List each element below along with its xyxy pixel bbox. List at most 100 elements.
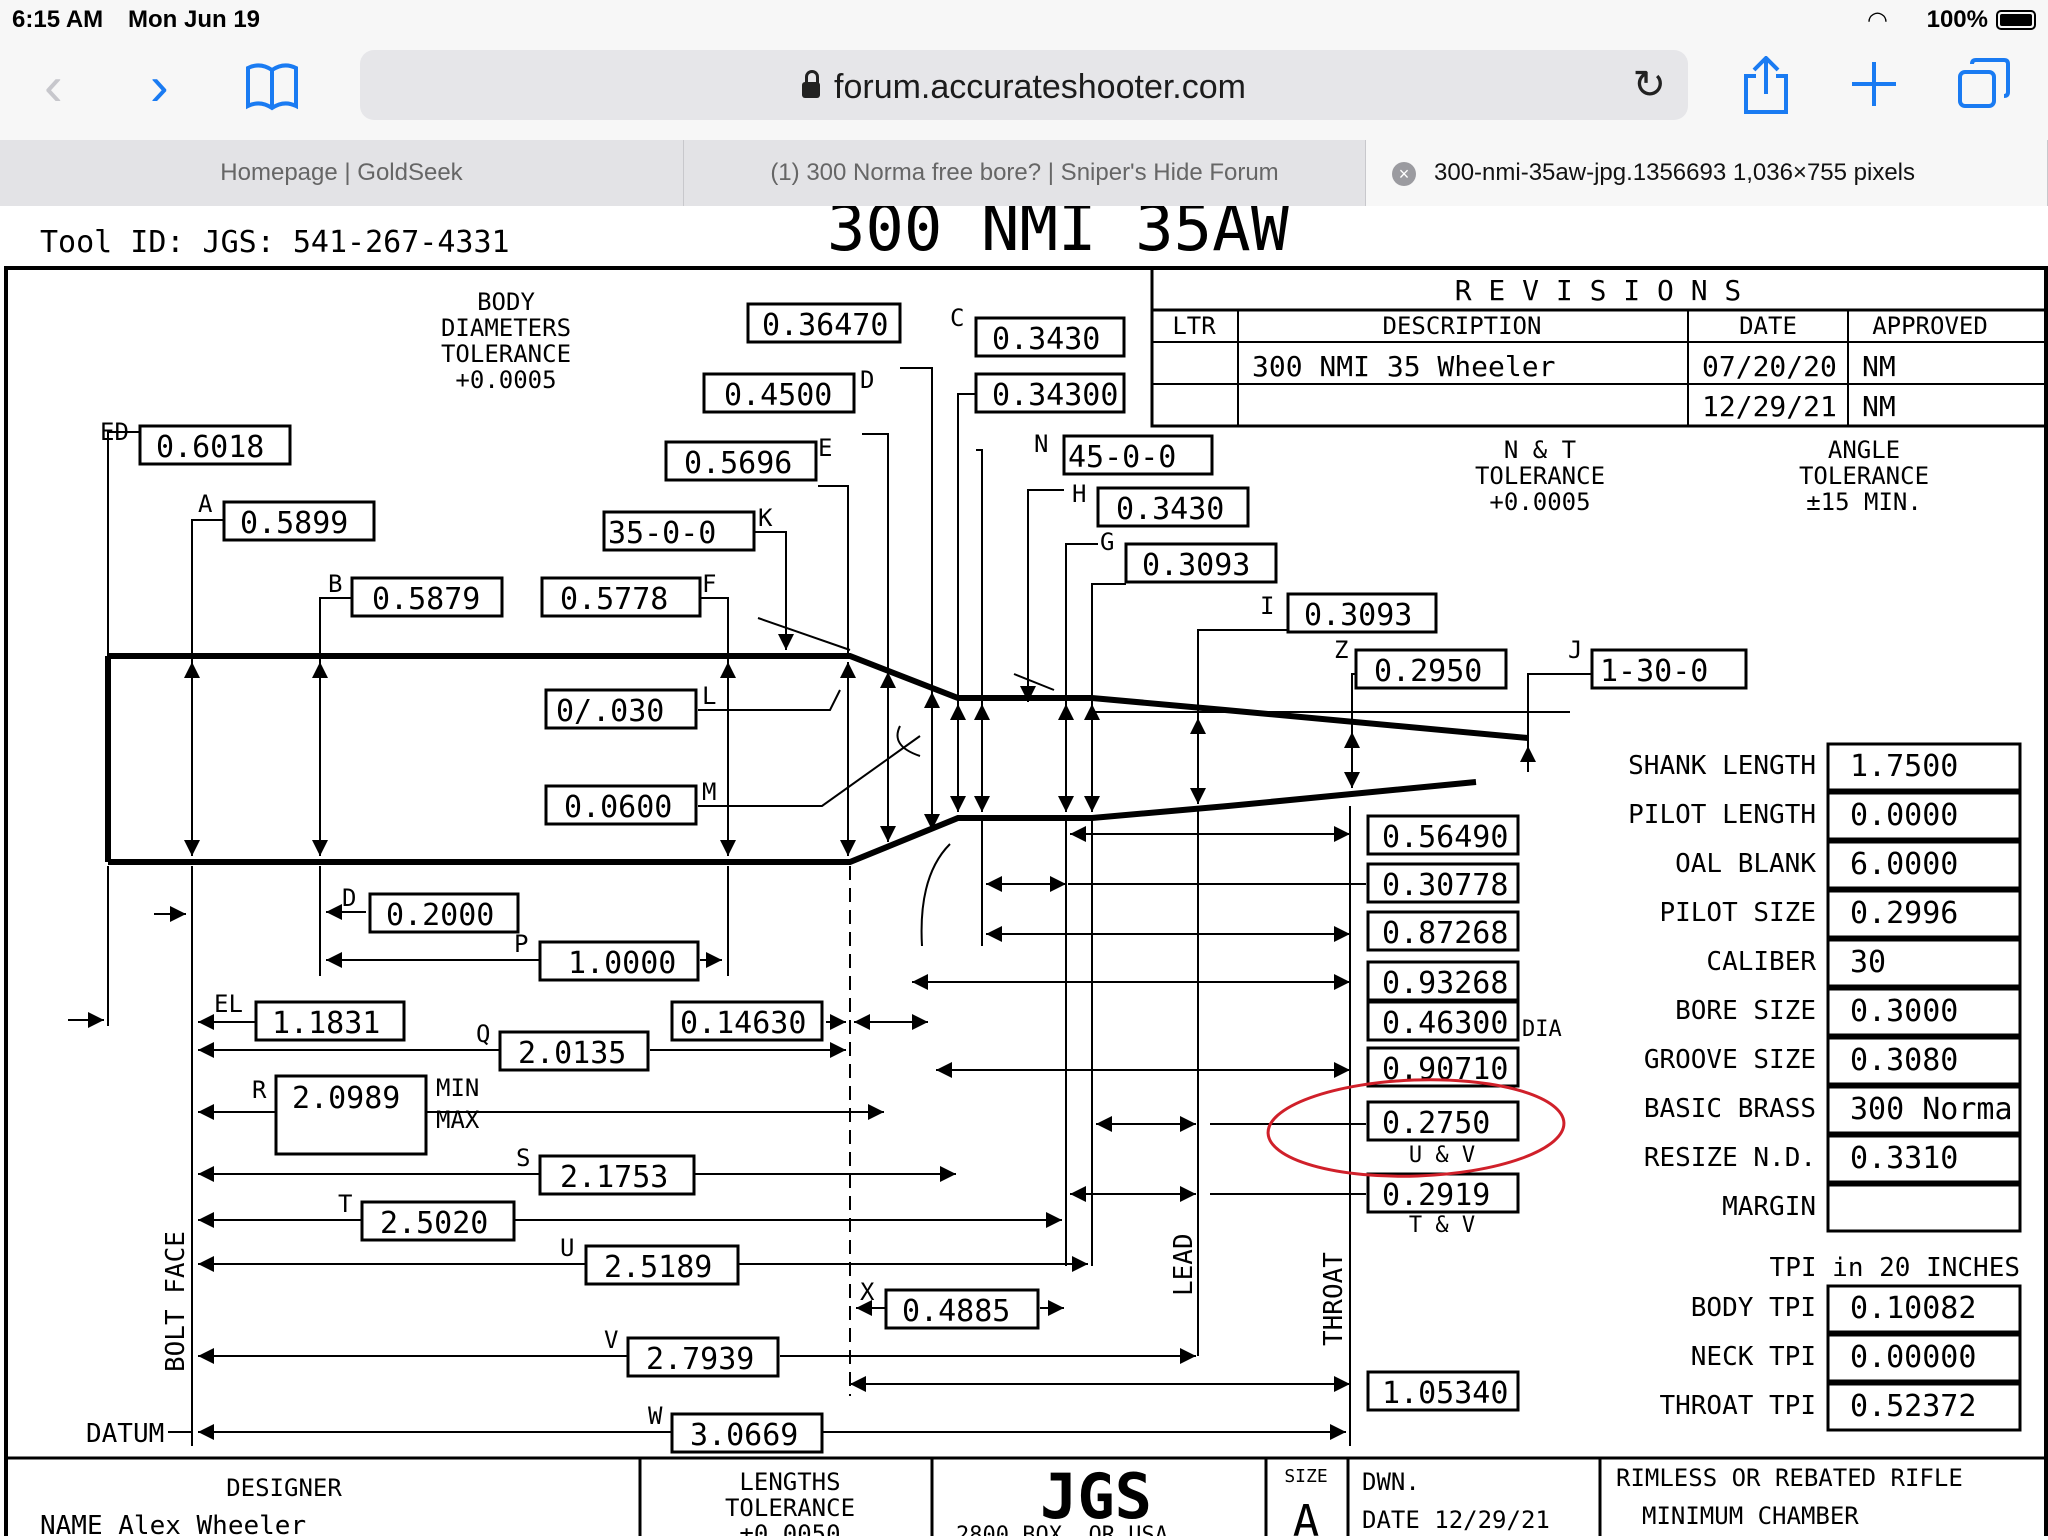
svg-text:H: H (1072, 480, 1086, 508)
tab-image[interactable]: × 300-nmi-35aw-jpg.1356693 1,036×755 pix… (1366, 140, 2048, 206)
chamber-drawing-image: Tool ID: JGS: 541-267-4331 300 NMI 35AW … (0, 192, 2048, 1540)
svg-text:BODY: BODY (477, 288, 535, 316)
jgs-logo: JGS (1040, 1460, 1152, 1533)
svg-text:N & T: N & T (1504, 436, 1576, 464)
rev-header-date: DATE (1739, 312, 1797, 340)
svg-text:W: W (648, 1402, 663, 1430)
dim-e: 0.5696 (684, 446, 792, 481)
rev-row1-desc: 300 NMI 35 Wheeler (1252, 350, 1555, 383)
share-icon[interactable] (1740, 56, 1792, 116)
dim-b: 0.5879 (372, 582, 480, 617)
dim-r3: 0.87268 (1382, 916, 1508, 951)
dim-t: 2.5020 (380, 1206, 488, 1241)
battery-icon (1996, 10, 2036, 30)
dim-r2: 0.30778 (1382, 868, 1508, 903)
lengths-tolerance-2: TOLERANCE (725, 1494, 855, 1522)
svg-text:TOLERANCE: TOLERANCE (1475, 462, 1605, 490)
dim-146: 0.14630 (680, 1006, 806, 1041)
tpi-label: NECK TPI (1691, 1342, 1816, 1372)
revisions-title: R E V I S I O N S (1455, 274, 1742, 307)
title-block: DESIGNER NAME Alex Wheeler LENGTHS TOLER… (6, 1456, 2046, 1540)
dim-r9: 1.05340 (1382, 1376, 1508, 1411)
spec-value: 1.7500 (1850, 749, 1958, 784)
tabs-icon[interactable] (1956, 56, 2012, 112)
back-icon[interactable]: ‹ (44, 54, 63, 117)
tpi-label: BODY TPI (1691, 1293, 1816, 1323)
close-icon[interactable]: × (1392, 162, 1416, 186)
spec-value: 0.3000 (1850, 994, 1958, 1029)
svg-text:Z: Z (1334, 636, 1348, 664)
spec-value: 0.3310 (1850, 1141, 1958, 1176)
svg-text:D: D (342, 884, 356, 912)
tab-goldseek[interactable]: Homepage | GoldSeek (0, 140, 684, 206)
svg-text:P: P (514, 930, 528, 958)
reload-icon[interactable]: ↻ (1632, 63, 1666, 107)
spec-value: 0.3080 (1850, 1043, 1958, 1078)
bolt-face-label: BOLT FACE (161, 1231, 191, 1372)
spec-value: 6.0000 (1850, 847, 1958, 882)
dim-el: 1.1831 (272, 1006, 380, 1041)
datum-label: DATUM (86, 1419, 164, 1449)
spec-value-box (1826, 742, 2022, 792)
dim-letter-ed: ED (100, 418, 129, 446)
length-arrows-left (68, 866, 1346, 1446)
spec-row: BORE SIZE 0.3000 (1675, 987, 2022, 1037)
svg-text:±15 MIN.: ±15 MIN. (1806, 488, 1922, 516)
description-line-1: RIMLESS OR REBATED RIFLE (1616, 1464, 1963, 1492)
svg-text:X: X (860, 1278, 875, 1306)
tpi-value: 0.10082 (1850, 1291, 1976, 1326)
dim-m: 0.0600 (564, 790, 672, 825)
tab-snipers-hide[interactable]: (1) 300 Norma free bore? | Sniper's Hide… (684, 140, 1366, 206)
chamber-drawing-svg: Tool ID: JGS: 541-267-4331 300 NMI 35AW … (4, 192, 2048, 1540)
svg-text:DIAMETERS: DIAMETERS (441, 314, 571, 342)
nt-tolerance-note: N & T TOLERANCE +0.0005 (1475, 436, 1605, 516)
spec-value-box (1826, 840, 2022, 890)
dim-j: 1-30-0 (1600, 654, 1708, 689)
spec-row: CALIBER 30 (1706, 938, 2022, 988)
svg-text:EL: EL (214, 990, 243, 1018)
body-tolerance-note: BODY DIAMETERS TOLERANCE +0.0005 (441, 288, 571, 394)
forward-icon[interactable]: › (150, 54, 169, 117)
svg-text:D: D (860, 366, 874, 394)
address-bar[interactable]: forum.accurateshooter.com ↻ (360, 50, 1688, 120)
spec-label: BORE SIZE (1675, 996, 1816, 1026)
dwn-label: DWN. (1362, 1468, 1420, 1496)
dim-c2: 0.34300 (992, 378, 1118, 413)
dim-h: 0.3430 (1116, 492, 1224, 527)
dim-u: 2.5189 (604, 1250, 712, 1285)
spec-row: OAL BLANK 6.0000 (1675, 840, 2022, 890)
spec-value: 30 (1850, 945, 1886, 980)
dim-r8: 0.2919 (1382, 1178, 1490, 1213)
plus-icon[interactable] (1850, 60, 1898, 108)
dim-r8-label: T & V (1409, 1213, 1475, 1238)
spec-label: CALIBER (1706, 947, 1816, 977)
lengths-tolerance-3: ±0.0050 (739, 1520, 840, 1536)
spec-value-box (1826, 889, 2022, 939)
svg-text:C: C (950, 304, 964, 332)
bookmarks-icon[interactable] (244, 58, 300, 114)
dim-c: 0.3430 (992, 322, 1100, 357)
dim-v: 2.7939 (646, 1342, 754, 1377)
spec-label: OAL BLANK (1675, 849, 1816, 879)
designer-label: DESIGNER (226, 1474, 342, 1502)
tool-id: Tool ID: JGS: 541-267-4331 (40, 225, 510, 260)
length-arrows-right (849, 806, 1366, 1446)
dim-g: 0.3093 (1142, 548, 1250, 583)
svg-text:T: T (338, 1190, 352, 1218)
svg-text:J: J (1568, 636, 1582, 664)
svg-text:ANGLE: ANGLE (1828, 436, 1900, 464)
dim-r-max: MAX (436, 1106, 480, 1134)
dim-a: 0.5899 (240, 506, 348, 541)
dimension-callouts-top: ED 0.6018 A 0.5899 B 0.5879 0.5778 F 35-… (100, 302, 1748, 826)
spec-value-box (1826, 791, 2022, 841)
spec-label: PILOT LENGTH (1628, 800, 1816, 830)
svg-text:+0.0005: +0.0005 (1489, 488, 1590, 516)
leader-lines (107, 367, 1592, 807)
battery-percent: 100% (1926, 6, 1988, 33)
browser-toolbar: ‹ › forum.accurateshooter.com ↻ (0, 40, 2048, 140)
svg-text:B: B (328, 570, 342, 598)
designer-name: NAME Alex Wheeler (40, 1511, 306, 1536)
